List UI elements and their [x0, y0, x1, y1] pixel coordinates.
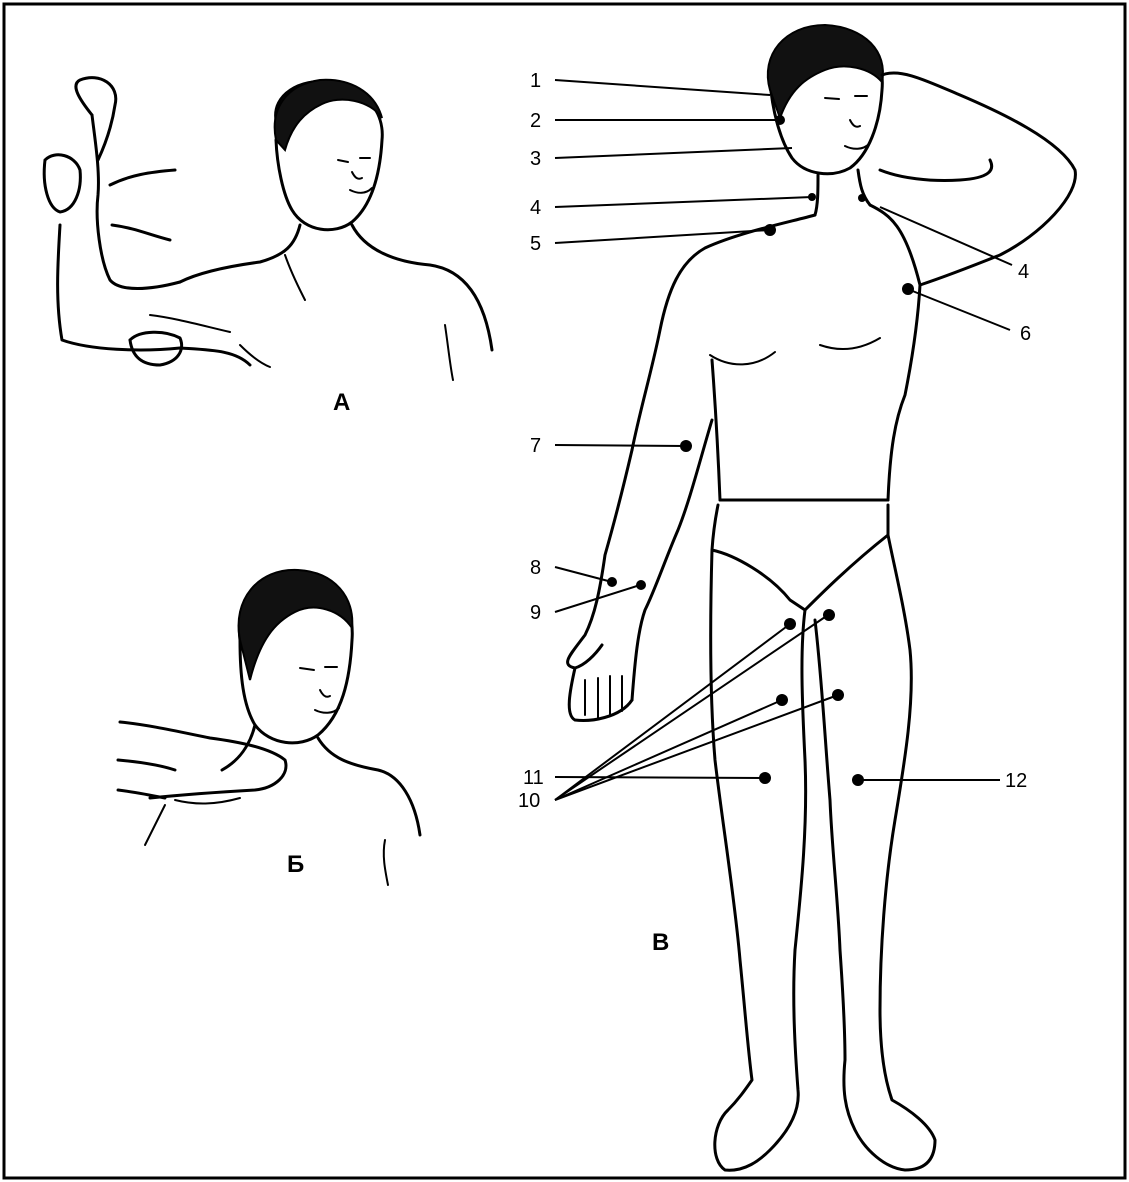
- point-dot: [852, 774, 864, 786]
- marker-label-4-right: 4: [1018, 261, 1029, 283]
- point-dot: [764, 224, 776, 236]
- marker-label-2: 2: [530, 110, 541, 132]
- panel-b-label: Б: [287, 851, 304, 878]
- pointer-10b: [555, 615, 828, 800]
- marker-label-8: 8: [530, 557, 541, 579]
- panel-v-hair: [768, 25, 883, 118]
- point-dot: [784, 618, 796, 630]
- panel-a-helper-sleeve: [110, 170, 175, 240]
- point-dot: [902, 283, 914, 295]
- panel-a-label: А: [333, 389, 350, 416]
- pointer-7: [555, 445, 685, 446]
- marker-label-9: 9: [530, 602, 541, 624]
- point-dot: [636, 580, 646, 590]
- panel-a-illustration: [44, 78, 492, 380]
- point-dot: [759, 772, 771, 784]
- panel-b-shade: [145, 798, 240, 845]
- panel-v-illustration: [568, 25, 1076, 1170]
- marker-label-12: 12: [1005, 770, 1027, 792]
- point-dot: [858, 194, 866, 202]
- panel-v-left-shoulder-arm: [632, 215, 815, 450]
- point-dot: [775, 115, 785, 125]
- marker-label-6: 6: [1020, 323, 1031, 345]
- marker-label-11: 11: [523, 767, 544, 789]
- point-dot: [808, 193, 816, 201]
- panel-v-briefs: [712, 505, 888, 610]
- panel-b-torso-line: [384, 840, 388, 885]
- pointer-9: [555, 585, 640, 612]
- pointer-4b: [880, 207, 1012, 265]
- panel-b-right-shoulder: [318, 738, 420, 835]
- panel-v-right-torso: [870, 205, 920, 500]
- panel-b-illustration: [118, 570, 420, 885]
- point-dot: [680, 440, 692, 452]
- pointer-lines: [555, 80, 1012, 800]
- panel-v-chest: [710, 338, 880, 364]
- point-dot: [832, 689, 844, 701]
- panel-a-gripping-hand: [44, 155, 80, 212]
- panel-v-left-leg: [711, 550, 806, 1170]
- panel-b-sleeve: [118, 760, 175, 798]
- pointer-3: [555, 148, 792, 158]
- panel-v-face: [825, 96, 869, 149]
- pressure-points: [607, 115, 914, 786]
- panel-b-hair: [239, 570, 353, 680]
- panel-v-left-torso: [712, 360, 720, 500]
- point-dot: [607, 577, 617, 587]
- marker-label-10: 10: [518, 790, 540, 812]
- point-dot: [823, 609, 835, 621]
- panel-b-face: [300, 667, 339, 713]
- panel-v-right-leg: [815, 535, 935, 1170]
- panel-a-shade: [150, 315, 270, 367]
- panel-b-neck: [222, 725, 255, 770]
- marker-label-7: 7: [530, 435, 541, 457]
- marker-label-3: 3: [530, 148, 541, 170]
- pointer-6: [910, 290, 1010, 330]
- pointer-1: [555, 80, 770, 95]
- panel-v-raised-forearm: [880, 160, 992, 181]
- panel-v-left-arm-inner: [632, 420, 712, 700]
- panel-a-right-shoulder: [352, 225, 492, 350]
- panel-v-label: В: [652, 929, 669, 956]
- marker-label-1: 1: [530, 70, 541, 92]
- panel-a-lower-arm: [58, 225, 250, 365]
- panel-a-face: [338, 158, 372, 193]
- marker-label-4-left: 4: [530, 197, 541, 219]
- panel-a-left-shoulder: [180, 225, 300, 282]
- panel-a-torso-lines: [285, 255, 453, 380]
- pointer-4a: [555, 197, 812, 207]
- point-dot: [776, 694, 788, 706]
- panel-v-neck: [815, 170, 870, 215]
- panel-v-left-arm-outer: [568, 450, 632, 668]
- marker-label-5: 5: [530, 233, 541, 255]
- pointer-11: [555, 777, 765, 778]
